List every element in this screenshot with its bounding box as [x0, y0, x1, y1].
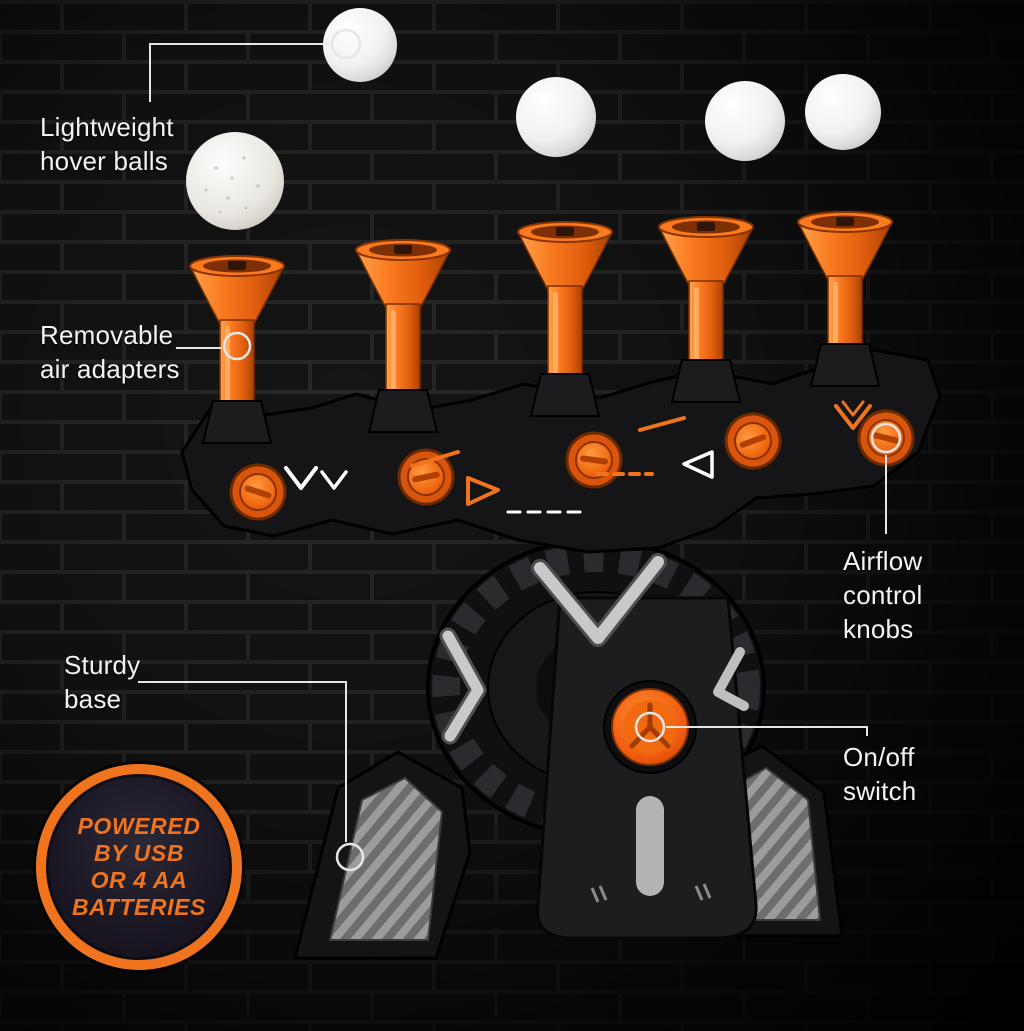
callout-line-sturdy-base	[138, 681, 347, 842]
adapter-mounts	[201, 343, 881, 444]
vent-marks	[694, 883, 712, 901]
badge-line: BY USB	[93, 840, 185, 866]
callout-line-hover-balls	[149, 43, 330, 102]
callout-label-on-off: On/off switch	[843, 740, 916, 808]
callout-text: Lightweight	[40, 112, 174, 142]
base-leg-left	[293, 750, 472, 960]
callout-text: base	[64, 684, 122, 714]
callout-label-air-adapters: Removable air adapters	[40, 318, 180, 386]
badge-line: POWERED	[77, 813, 201, 839]
airflow-knob	[229, 463, 287, 521]
callout-text: On/off	[843, 742, 915, 772]
target-bar-decor	[284, 400, 872, 514]
callout-text: switch	[843, 776, 917, 806]
callout-marker-on-off	[634, 711, 666, 743]
callout-text: Sturdy	[64, 650, 141, 680]
callout-label-airflow-knobs: Airflow control knobs	[843, 544, 922, 646]
hover-ball	[516, 77, 596, 157]
callout-marker-airflow-knobs	[870, 422, 902, 454]
power-source-badge: POWERED BY USB OR 4 AA BATTERIES	[36, 764, 242, 970]
callout-marker-hover-balls	[330, 28, 362, 60]
callout-text: Removable	[40, 320, 174, 350]
vent-marks	[590, 885, 608, 903]
callout-line-on-off	[666, 726, 868, 736]
badge-line: BATTERIES	[71, 894, 207, 920]
hover-ball-foam	[186, 132, 284, 230]
callout-text: hover balls	[40, 146, 168, 176]
airflow-knob	[857, 409, 915, 467]
callout-text: knobs	[843, 614, 914, 644]
hover-ball	[705, 81, 785, 161]
airflow-knob	[724, 412, 782, 470]
callout-marker-sturdy-base	[335, 842, 365, 872]
callout-text: air adapters	[40, 354, 180, 384]
hover-balls	[186, 8, 881, 230]
callout-text: control	[843, 580, 923, 610]
callout-text: Airflow	[843, 546, 923, 576]
airflow-knob	[397, 448, 455, 506]
badge-line: OR 4 AA	[90, 867, 188, 893]
callout-marker-air-adapters	[222, 331, 252, 361]
air-adapter	[517, 221, 613, 411]
callout-label-sturdy-base: Sturdy base	[64, 648, 140, 716]
leg-grip-panel	[328, 776, 444, 941]
silver-accents	[439, 553, 749, 745]
callout-lines	[138, 28, 902, 872]
hover-ball	[805, 74, 881, 150]
foam-texture	[204, 156, 260, 214]
housing-vent-pill	[636, 796, 664, 896]
callout-label-hover-balls: Lightweight hover balls	[40, 110, 174, 178]
target-bar	[180, 343, 942, 554]
